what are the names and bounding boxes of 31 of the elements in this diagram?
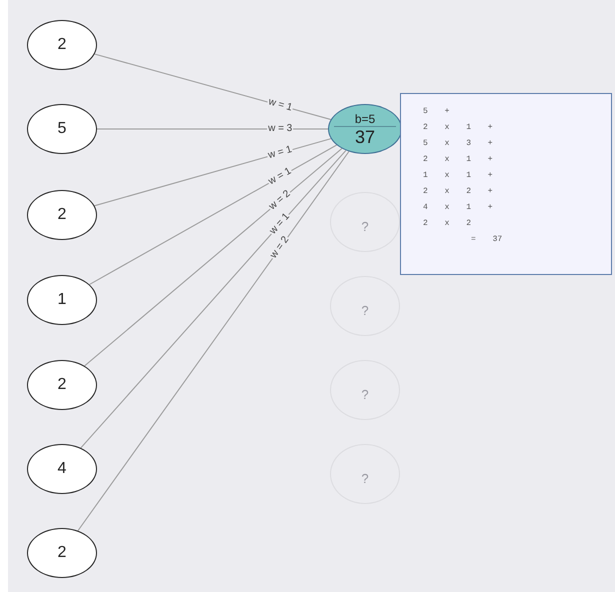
- node-value: 2: [58, 543, 66, 563]
- node-value: ?: [361, 218, 369, 236]
- calculation-row-text: 5 x 3 +: [423, 138, 494, 150]
- calculation-row-text: 1 x 1 +: [423, 170, 494, 182]
- node-value: 1: [58, 290, 66, 310]
- connector-line: [84, 148, 342, 366]
- node-value: 2: [58, 205, 66, 225]
- node-value: ?: [361, 302, 369, 320]
- node-value: 5: [58, 119, 66, 139]
- node-value: ?: [361, 470, 369, 488]
- connector-line: [94, 54, 332, 120]
- edge-label: w = 3: [267, 124, 294, 134]
- connector-line: [94, 138, 332, 206]
- output-value: 37: [354, 126, 376, 146]
- connector-line: [88, 144, 338, 285]
- calculation-row-text: 2 x 2: [423, 218, 472, 230]
- calculation-row-text: 4 x 1 +: [423, 202, 494, 214]
- calculation-row-text: 5 +: [423, 106, 450, 118]
- node-value: 2: [58, 375, 66, 395]
- connector-line: [77, 151, 350, 532]
- calculation-row-text: 2 x 2 +: [423, 186, 494, 198]
- node-value: 2: [58, 35, 66, 55]
- calculation-panel: [400, 93, 612, 275]
- node-value: ?: [361, 386, 369, 404]
- calculation-row-text: 2 x 1 +: [423, 154, 494, 166]
- connector-line: [96, 128, 328, 130]
- node-value: 4: [58, 459, 66, 479]
- calculation-row-text: 2 x 1 +: [423, 122, 494, 134]
- calculation-row-text: = 37: [470, 234, 504, 246]
- bias-text: b=5: [354, 112, 376, 126]
- connector-line: [80, 150, 346, 448]
